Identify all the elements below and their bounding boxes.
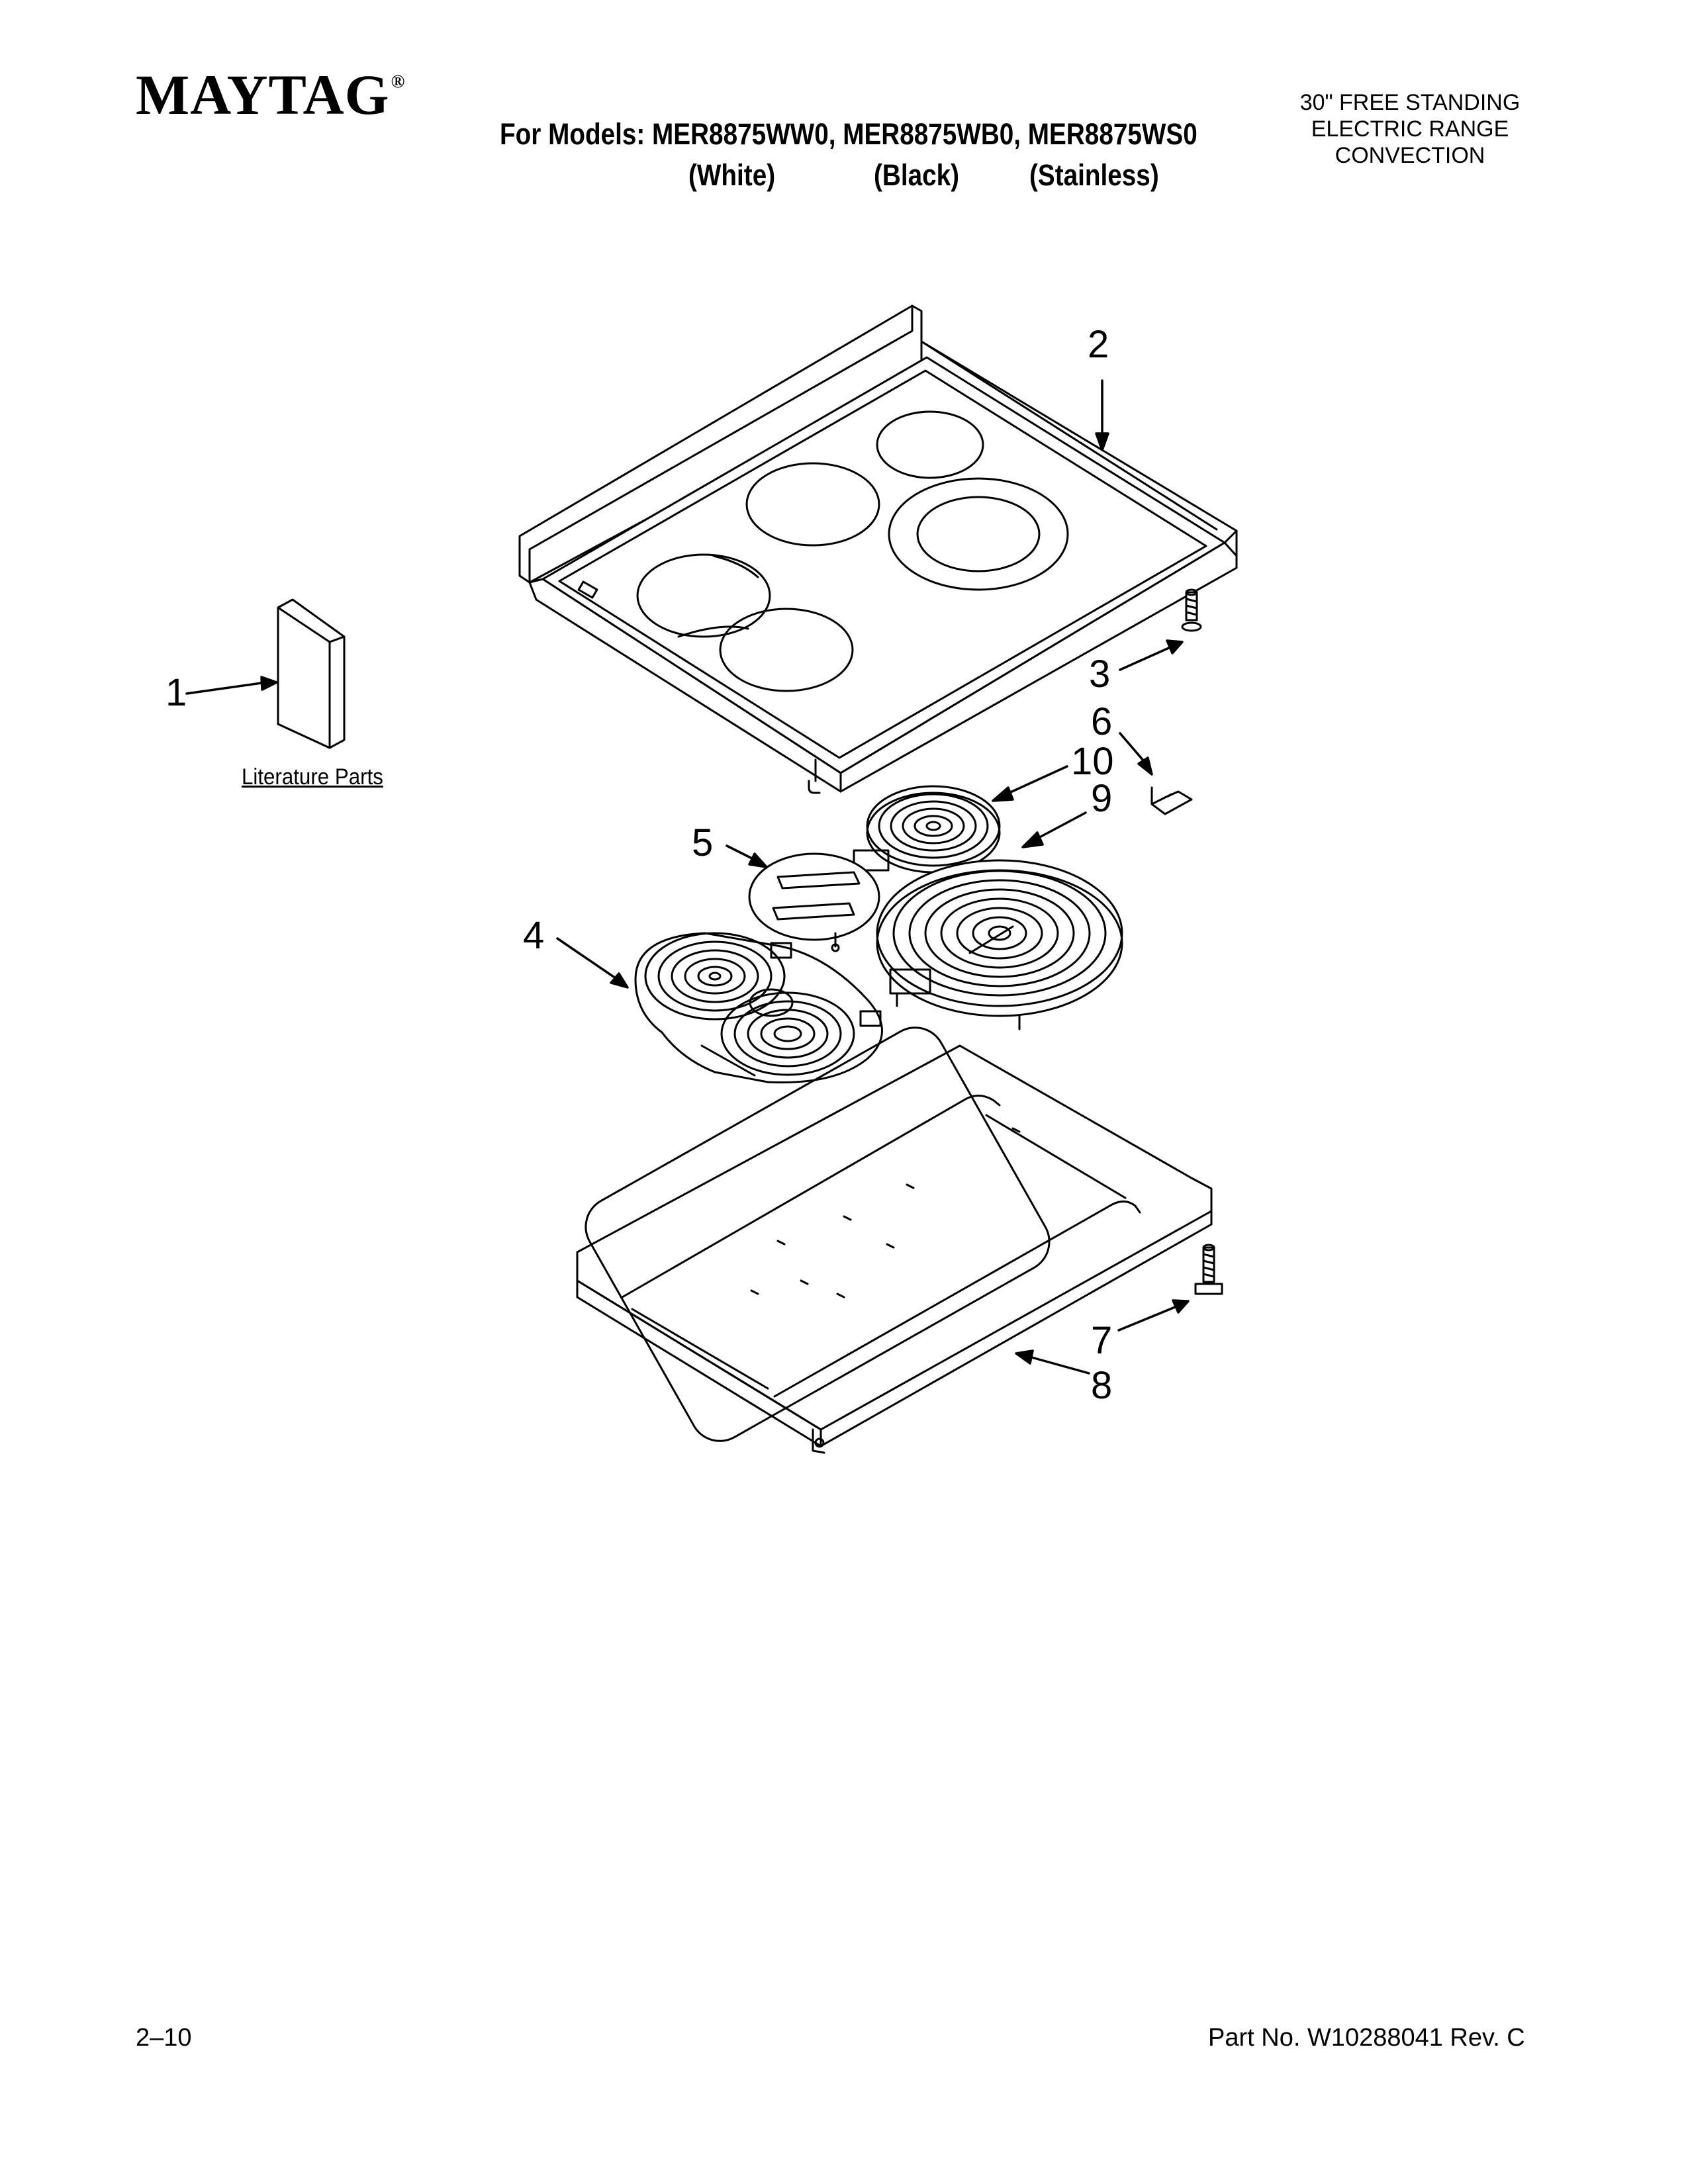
insulator-plate-5 [748, 852, 880, 952]
product-line-1: 30" FREE STANDING [1299, 90, 1521, 115]
callout-4: 4 [523, 914, 545, 957]
dual-radiant-element-4 [634, 932, 883, 1084]
callout-2: 2 [1088, 323, 1109, 366]
callout-5: 5 [692, 821, 714, 864]
callout-8: 8 [1091, 1364, 1113, 1407]
screw-part-7 [1194, 1244, 1223, 1295]
callout-1: 1 [165, 671, 187, 714]
callout-6: 6 [1091, 700, 1113, 743]
clip-part-6 [1150, 786, 1193, 815]
product-line-3: CONVECTION [1335, 143, 1485, 168]
product-description: 30" FREE STANDING ELECTRIC RANGE CONVECT… [1278, 89, 1542, 169]
cooktop-glass [518, 304, 1238, 794]
maytag-logo: MAYTAG® [136, 63, 406, 126]
literature-booklet [277, 598, 346, 749]
page-number: 2–10 [136, 2024, 192, 2052]
product-line-2: ELECTRIC RANGE [1311, 116, 1509, 142]
screw-part-3 [1181, 588, 1202, 632]
callout-3: 3 [1089, 653, 1111, 696]
callout-7: 7 [1091, 1319, 1113, 1362]
models-label: For Models: MER8875WW0, MER8875WB0, MER8… [500, 117, 1197, 151]
color-stainless: (Stainless) [1029, 158, 1159, 192]
callout-10: 10 [1071, 740, 1114, 783]
burner-box-8 [576, 1026, 1213, 1454]
part-number: Part No. W10288041 Rev. C [1208, 2024, 1525, 2052]
registered-mark: ® [391, 71, 406, 92]
radiant-element-9 [876, 859, 1123, 1030]
literature-parts-label: Literature Parts [242, 764, 383, 790]
callout-leaders [185, 379, 1190, 1375]
color-black: (Black) [874, 158, 960, 192]
color-white: (White) [688, 158, 776, 192]
callout-9: 9 [1091, 777, 1113, 820]
